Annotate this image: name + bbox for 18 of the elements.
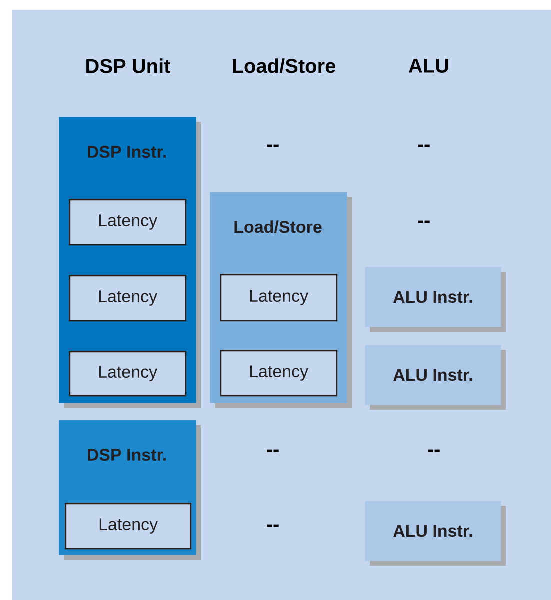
latency-box: Latency xyxy=(69,275,187,322)
latency-box: Latency xyxy=(220,350,338,397)
latency-box: Latency xyxy=(220,274,338,322)
empty-slot-mark: -- xyxy=(418,220,430,224)
latency-box: Latency xyxy=(69,351,187,397)
column-heading: ALU xyxy=(408,59,448,73)
empty-slot-mark: -- xyxy=(418,144,430,148)
instruction-box: ALU Instr. xyxy=(365,345,506,410)
empty-slot-mark: -- xyxy=(428,450,440,452)
column-heading: DSP Unit xyxy=(86,58,171,74)
instruction-box: ALU Instr. xyxy=(365,501,506,566)
column-heading: Load/Store xyxy=(233,58,336,74)
latency-box: Latency xyxy=(69,199,187,246)
empty-slot-mark: -- xyxy=(267,524,279,528)
latency-box: Latency xyxy=(65,503,192,550)
empty-slot-mark: -- xyxy=(267,450,279,452)
instruction-box: ALU Instr. xyxy=(365,267,506,332)
empty-slot-mark: -- xyxy=(267,144,279,148)
